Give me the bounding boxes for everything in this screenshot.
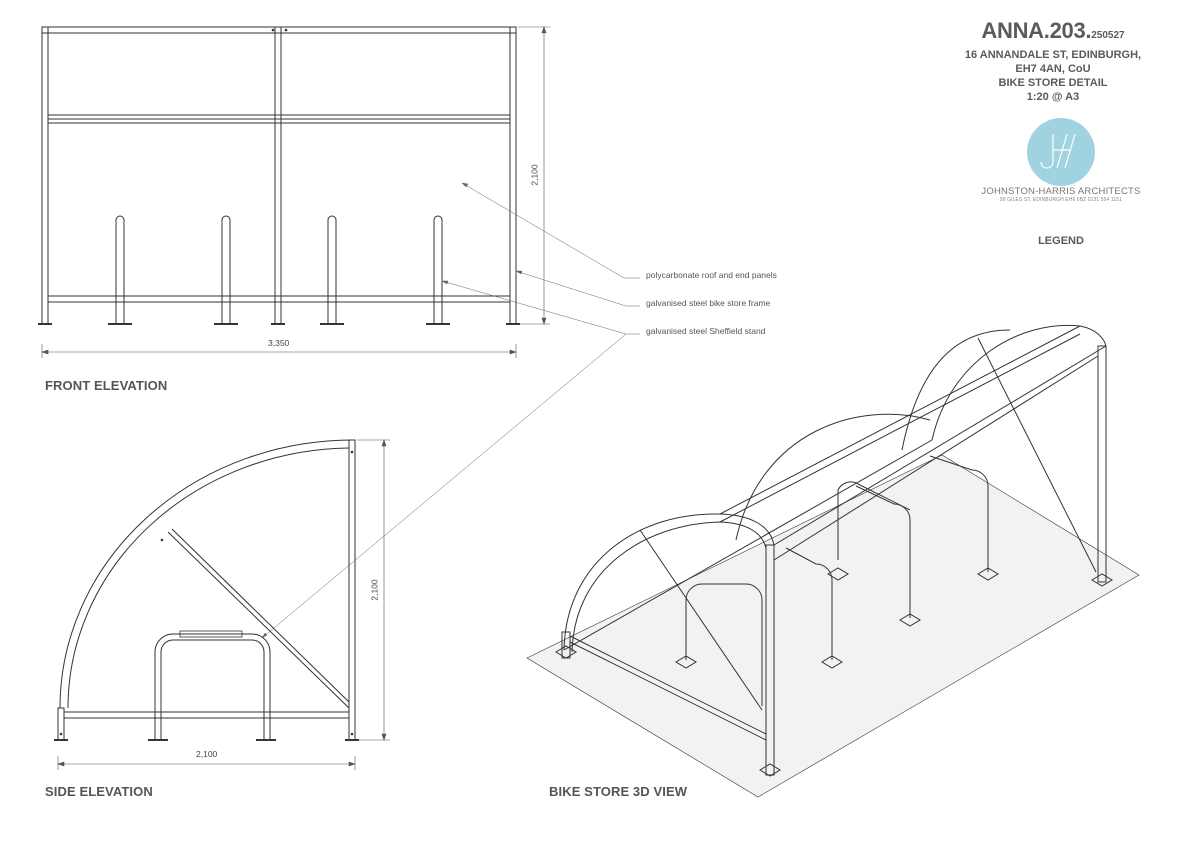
side-elevation-title: SIDE ELEVATION	[45, 784, 153, 799]
front-elevation-drawing	[38, 26, 520, 325]
project-code: ANNA.203.250527	[948, 18, 1158, 44]
firm-name: JOHNSTON-HARRIS ARCHITECTS	[981, 186, 1141, 197]
front-height-dimension: 2,100	[529, 164, 540, 186]
firm-logo	[1027, 118, 1095, 186]
side-width-dimension: 2,100	[196, 749, 218, 759]
project-code-main: ANNA.203.	[981, 18, 1092, 43]
front-width-dimension: 3,350	[268, 338, 290, 348]
side-dimension-lines	[57, 439, 390, 770]
legend-title: LEGEND	[1038, 235, 1084, 247]
address-line-2: EH7 4AN, CoU	[1015, 63, 1091, 75]
firm-address: 99 GILES ST, EDINBURGH EH6 6BZ 0131 554 …	[999, 197, 1123, 203]
address-line-1: 16 ANNANDALE ST, EDINBURGH,	[964, 49, 1142, 61]
side-height-dimension: 2,100	[369, 579, 380, 601]
front-elevation-title: FRONT ELEVATION	[45, 378, 168, 393]
drawing-title: BIKE STORE DETAIL	[998, 77, 1108, 89]
side-elevation-drawing	[54, 439, 359, 741]
title-block: ANNA.203.250527 16 ANNANDALE ST, EDINBUR…	[948, 18, 1158, 104]
annotation-polycarbonate: polycarbonate roof and end panels	[646, 270, 777, 280]
bike-store-3d-title: BIKE STORE 3D VIEW	[549, 784, 688, 799]
project-code-suffix: 250527	[1091, 30, 1125, 41]
jh-monogram-icon	[1040, 133, 1076, 169]
front-dimension-lines	[41, 26, 550, 358]
annotation-steel-frame: galvanised steel bike store frame	[646, 298, 771, 308]
drawing-scale: 1:20 @ A3	[1026, 91, 1080, 103]
annotation-leaders	[261, 182, 640, 639]
bike-store-3d-drawing	[526, 324, 1140, 798]
annotation-sheffield-stand: galvanised steel Sheffield stand	[646, 326, 766, 336]
